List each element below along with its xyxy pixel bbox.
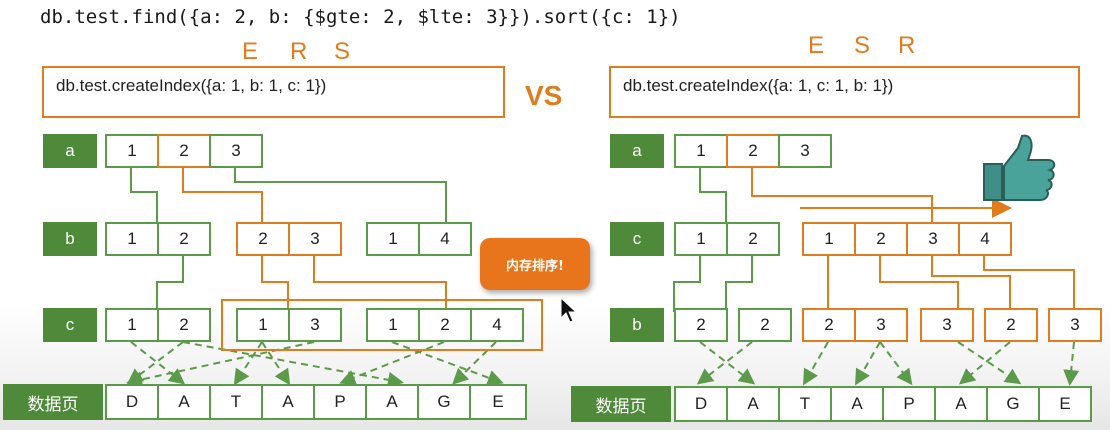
edge-r-c1-b	[673, 256, 701, 312]
right-dashed-pointers	[696, 341, 1080, 386]
left-dashed-pointers	[126, 341, 504, 388]
left-data-cell: D	[105, 384, 159, 420]
left-a-cell: 3	[209, 134, 263, 168]
right-b-cell: 2	[674, 308, 728, 342]
query-text: db.test.find({a: 2, b: {$gte: 2, $lte: 3…	[40, 6, 681, 28]
edge-r-a1-c	[699, 168, 727, 222]
right-b-cell: 3	[1048, 308, 1102, 342]
right-a-cell: 3	[778, 134, 832, 168]
left-b-cell: 2	[236, 222, 290, 256]
right-letter-s: S	[854, 32, 871, 59]
right-data-cell: A	[726, 386, 780, 422]
right-c-cell: 2	[854, 222, 908, 256]
left-letter-r: R	[290, 38, 308, 65]
edge-r-c5-b	[931, 256, 1011, 312]
right-data-cell: E	[1038, 386, 1092, 422]
left-data-cell: A	[261, 384, 315, 420]
left-b-cell: 2	[157, 222, 211, 256]
left-c-cell: 1	[105, 308, 159, 342]
mouse-cursor-icon	[560, 296, 578, 323]
right-data-cell: A	[830, 386, 884, 422]
right-b-cell: 3	[920, 308, 974, 342]
edge-r-a2-c	[751, 168, 933, 222]
left-label-b: b	[43, 222, 97, 256]
vs-label: VS	[525, 80, 563, 111]
right-c-cell: 1	[802, 222, 856, 256]
right-a-cell: 2	[726, 134, 780, 168]
left-a-cell: 2	[157, 134, 211, 168]
right-a-cell: 1	[674, 134, 728, 168]
edge-b2-c	[156, 256, 184, 312]
left-b-cell: 1	[366, 222, 420, 256]
right-b-cell: 2	[802, 308, 856, 342]
left-label-c: c	[43, 308, 97, 342]
left-data-cell: E	[469, 384, 527, 420]
left-b-cell: 4	[418, 222, 472, 256]
left-c-cell: 4	[470, 308, 524, 342]
left-data-cell: G	[417, 384, 471, 420]
right-data-page-label: 数据页	[571, 386, 671, 422]
left-b-cell: 3	[288, 222, 342, 256]
right-c-cell: 3	[906, 222, 960, 256]
right-data-cell: D	[674, 386, 728, 422]
left-a-cell: 1	[105, 134, 159, 168]
left-data-cell: P	[313, 384, 367, 420]
left-label-a: a	[43, 134, 97, 168]
left-c-cell: 2	[418, 308, 472, 342]
right-b-cell: 2	[984, 308, 1038, 342]
left-data-page-label: 数据页	[3, 384, 103, 420]
edge-b3-c	[313, 256, 447, 312]
left-letter-s: S	[334, 38, 351, 65]
left-index-box: db.test.createIndex({a: 1, b: 1, c: 1})	[42, 66, 505, 118]
edge-r-c2-b	[725, 256, 753, 312]
right-label-b: b	[610, 308, 664, 342]
right-data-cell: G	[986, 386, 1040, 422]
edge-a2-b	[182, 168, 263, 222]
right-label-c: c	[610, 222, 664, 256]
edge-a1-b	[130, 168, 158, 222]
right-letter-e: E	[808, 32, 825, 59]
right-b-cell: 3	[854, 308, 908, 342]
left-c-cell: 3	[288, 308, 342, 342]
right-index-text: db.test.createIndex({a: 1, c: 1, b: 1})	[623, 76, 894, 95]
thumbs-up-icon	[983, 134, 1056, 201]
edge-a3-b	[234, 168, 447, 222]
edge-r-c4-b	[879, 256, 959, 312]
left-c-cell: 2	[157, 308, 211, 342]
left-letter-e: E	[242, 38, 259, 65]
right-data-cell: A	[934, 386, 988, 422]
memory-sort-bracket	[221, 299, 543, 351]
left-c-cell: 1	[366, 308, 420, 342]
right-data-cell: T	[778, 386, 832, 422]
right-letter-r: R	[898, 32, 916, 59]
right-index-box: db.test.createIndex({a: 1, c: 1, b: 1})	[609, 66, 1080, 118]
right-c-cell: 2	[726, 222, 780, 256]
edge-b2o-c	[261, 256, 289, 312]
right-b-cell: 2	[738, 308, 792, 342]
right-c-cell: 1	[674, 222, 728, 256]
left-data-cell: A	[365, 384, 419, 420]
edge-r-c6-b	[983, 256, 1075, 312]
right-c-cell: 4	[958, 222, 1012, 256]
left-data-cell: T	[209, 384, 263, 420]
memory-sort-bubble: 内存排序!	[480, 238, 590, 290]
left-index-text: db.test.createIndex({a: 1, b: 1, c: 1})	[56, 76, 327, 95]
left-c-cell: 1	[236, 308, 290, 342]
left-b-cell: 1	[105, 222, 159, 256]
right-label-a: a	[610, 134, 664, 168]
left-data-cell: A	[157, 384, 211, 420]
right-data-cell: P	[882, 386, 936, 422]
